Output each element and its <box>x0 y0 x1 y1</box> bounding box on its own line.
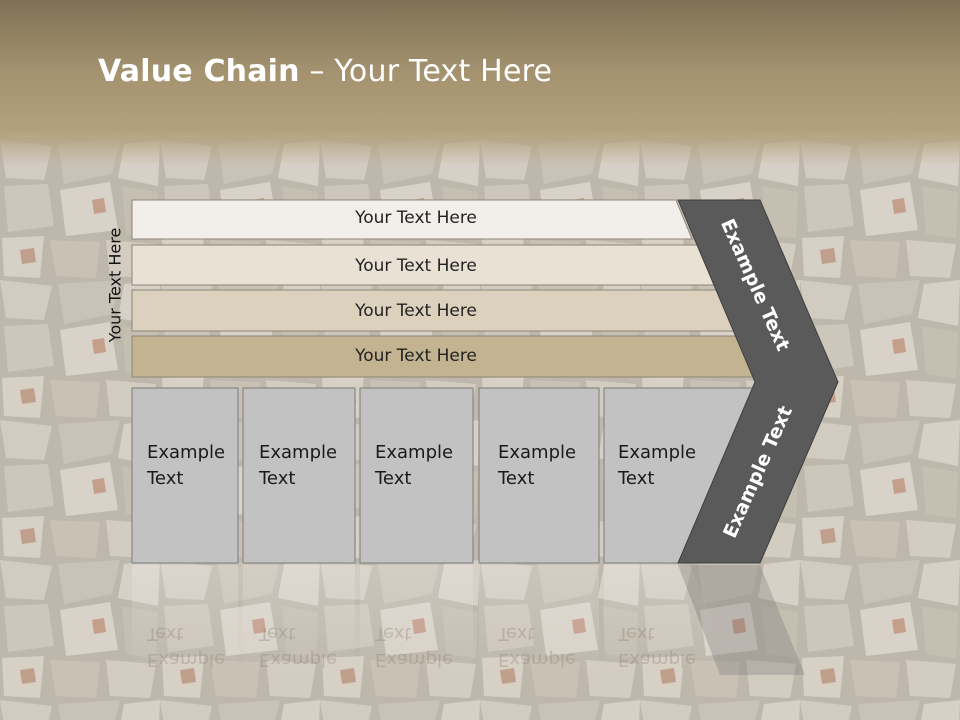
reflection-box-2 <box>243 565 355 675</box>
row-label-2: Your Text Here <box>355 256 477 276</box>
reflection-box-3 <box>360 565 473 675</box>
row-label-3: Your Text Here <box>355 301 477 321</box>
title-rest: – Your Text Here <box>299 54 553 89</box>
reflection-chevron <box>678 565 805 675</box>
row-label-4: Your Text Here <box>355 346 477 366</box>
reflection-box-4 <box>479 565 599 675</box>
reflection-box-1 <box>132 565 238 675</box>
slide-title: Value Chain – Your Text Here <box>98 54 552 89</box>
margin-chevron[interactable] <box>677 199 839 564</box>
row-bar-1[interactable] <box>131 199 693 240</box>
reflection-box-5 <box>604 565 735 675</box>
activity-box-1[interactable] <box>131 387 239 564</box>
activity-box-2[interactable] <box>242 387 356 564</box>
title-bold: Value Chain <box>98 54 300 89</box>
activity-box-4[interactable] <box>478 387 600 564</box>
activity-box-3[interactable] <box>359 387 474 564</box>
row-label-1: Your Text Here <box>355 208 477 228</box>
